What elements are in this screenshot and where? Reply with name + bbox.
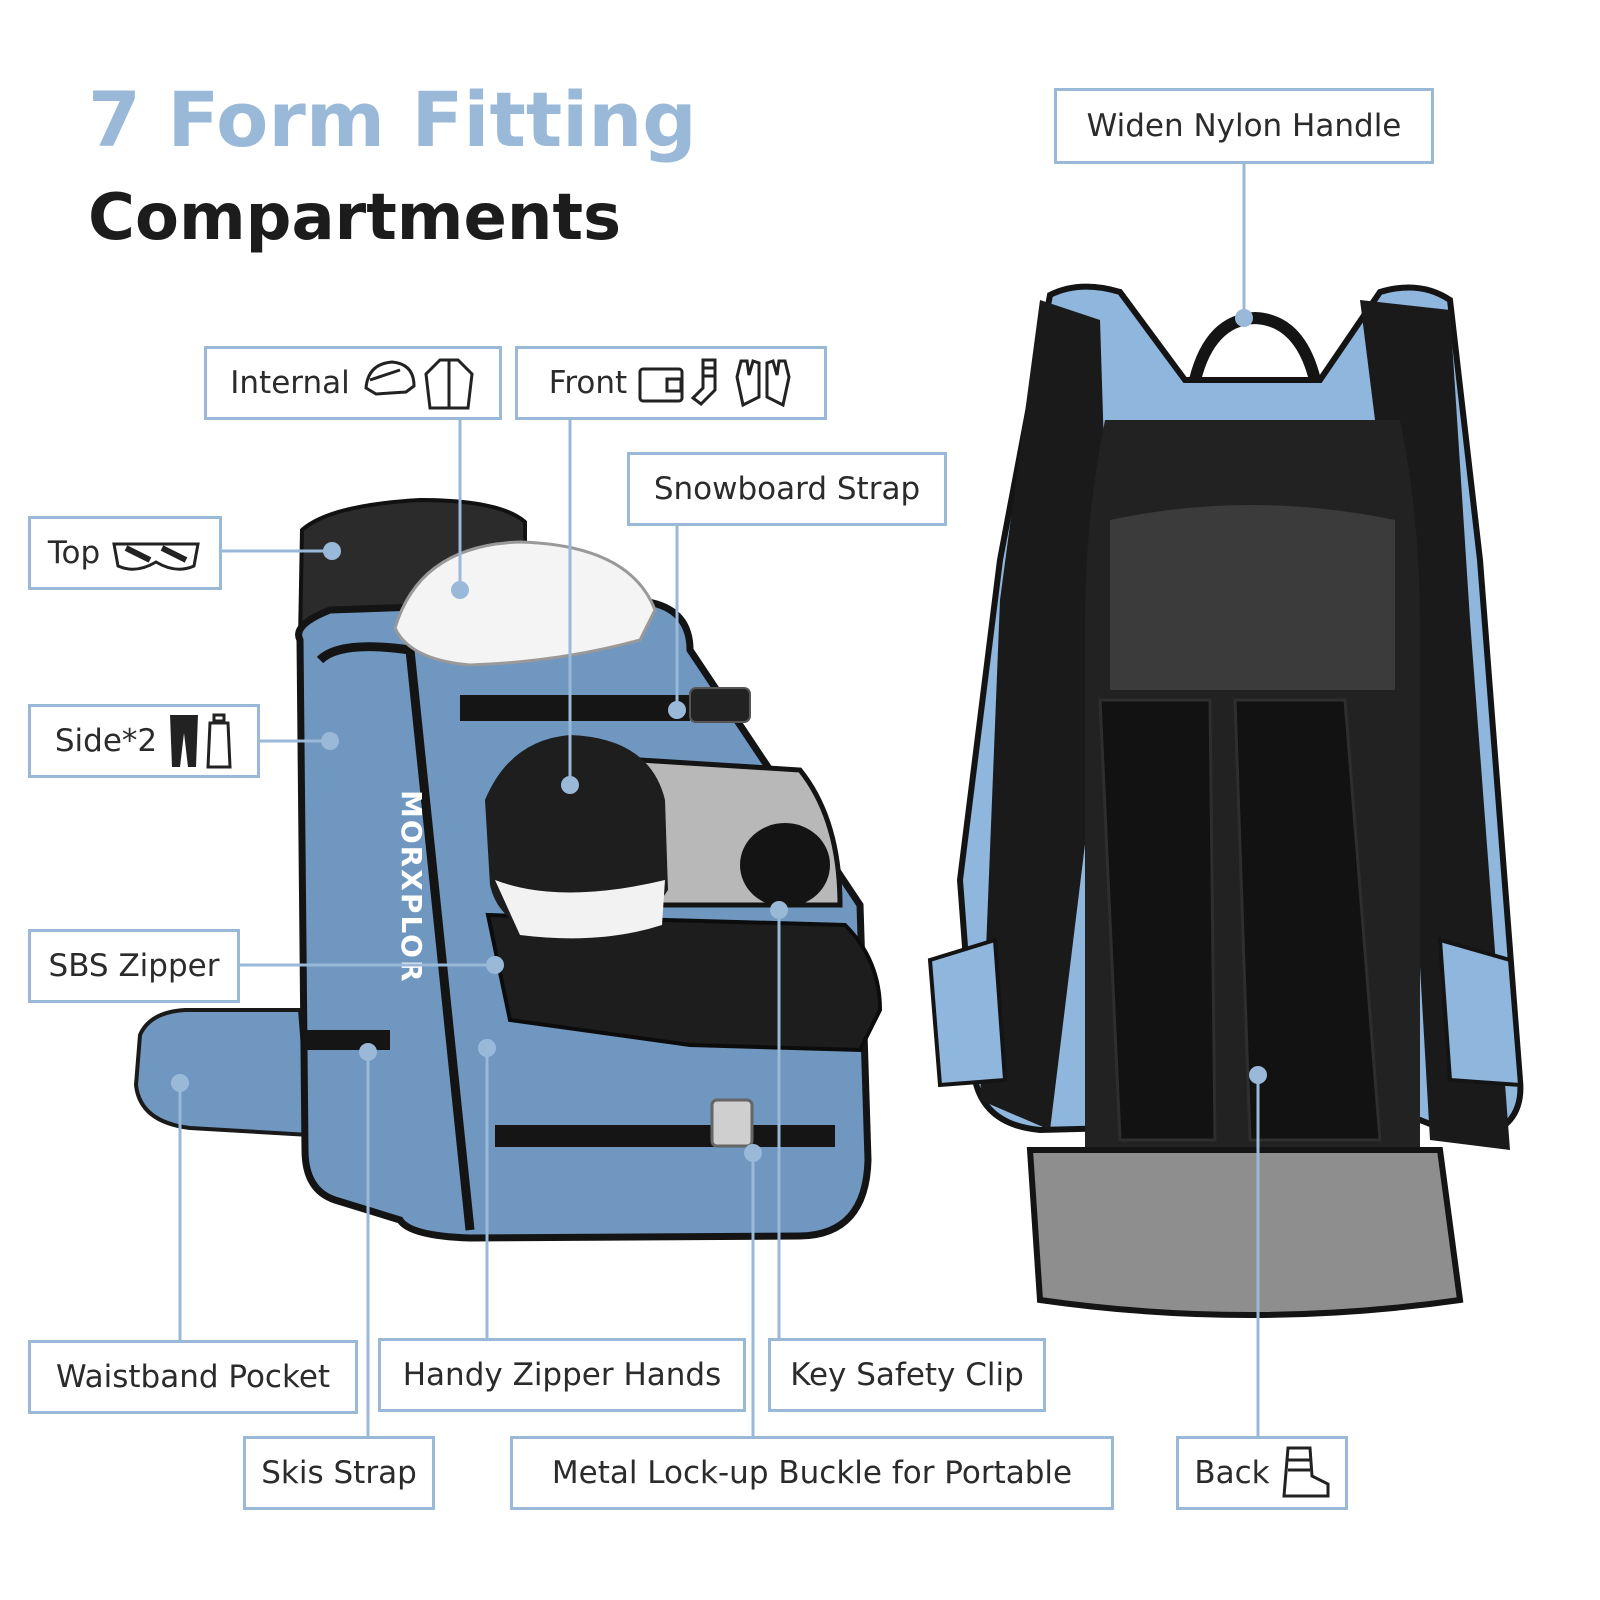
- wallet-icon: [638, 367, 684, 403]
- callout-front: Front: [515, 346, 827, 420]
- leader-lines: [171, 164, 1267, 1436]
- ski-strap-band: [305, 1030, 390, 1050]
- water-bottle-icon: [206, 713, 232, 769]
- callout-internal-label: Internal: [230, 365, 350, 401]
- inner-lining: [1110, 505, 1395, 690]
- top-handle: [1189, 311, 1321, 382]
- front-backpack: MORXPLOR: [133, 497, 883, 1242]
- ski-jacket-icon: [424, 358, 474, 410]
- callout-waistband-pocket-label: Waistband Pocket: [55, 1359, 331, 1395]
- waistband-pocket: [133, 1008, 313, 1138]
- callout-waistband-pocket: Waistband Pocket: [28, 1340, 358, 1414]
- callout-back: Back: [1176, 1436, 1348, 1510]
- ski-boot-icon: [1281, 1446, 1330, 1498]
- snowboard-strap-band: [460, 695, 690, 721]
- callout-widen-handle: Widen Nylon Handle: [1054, 88, 1434, 164]
- back-backpack: [927, 283, 1524, 1318]
- callout-side-label: Side*2: [54, 723, 158, 759]
- bottom-tray: [1026, 1147, 1464, 1318]
- helmet-icon: [364, 360, 416, 396]
- callout-skis-strap-label: Skis Strap: [261, 1455, 417, 1491]
- socks-icon: [690, 358, 717, 406]
- front-flap: [485, 912, 883, 1053]
- callout-metal-buckle-label: Metal Lock-up Buckle for Portable: [551, 1455, 1073, 1491]
- callout-handy-zipper-hands: Handy Zipper Hands: [378, 1338, 746, 1412]
- gloves-icon: [735, 359, 791, 408]
- callout-skis-strap: Skis Strap: [243, 1436, 435, 1510]
- side-pocket-left: [927, 937, 1008, 1088]
- callout-widen-handle-label: Widen Nylon Handle: [1086, 108, 1402, 144]
- boot-right: [1233, 698, 1382, 1142]
- shoulder-strap-left: [980, 300, 1110, 1130]
- callout-snowboard-strap-label: Snowboard Strap: [653, 471, 921, 507]
- side-pocket-right: [1437, 937, 1523, 1088]
- callout-sbs-zipper-label: SBS Zipper: [48, 948, 220, 984]
- callout-snowboard-strap: Snowboard Strap: [627, 452, 947, 526]
- callout-metal-buckle: Metal Lock-up Buckle for Portable: [510, 1436, 1114, 1510]
- glove: [485, 735, 668, 939]
- side-panel: [316, 642, 475, 1231]
- snowboard-strap-buckle: [689, 687, 751, 723]
- callout-side: Side*2: [28, 704, 260, 778]
- headline-main: Compartments: [88, 181, 622, 255]
- beanie: [740, 823, 830, 907]
- callout-key-safety-clip-label: Key Safety Clip: [790, 1357, 1024, 1393]
- goggles-icon: [112, 542, 200, 571]
- callout-back-label: Back: [1194, 1455, 1270, 1491]
- headline-accent: 7 Form Fitting: [88, 75, 697, 164]
- callout-top-label: Top: [47, 535, 101, 571]
- callout-sbs-zipper: SBS Zipper: [28, 929, 240, 1003]
- callout-front-label: Front: [548, 365, 628, 401]
- ski-pants-icon: [170, 715, 199, 767]
- callout-internal: Internal: [204, 346, 502, 420]
- metal-buckle-shape: [710, 1098, 754, 1148]
- brand-logo: MORXPLOR: [395, 790, 428, 984]
- callout-handy-zipper-hands-label: Handy Zipper Hands: [402, 1357, 722, 1393]
- callout-top: Top: [28, 516, 222, 590]
- callout-key-safety-clip: Key Safety Clip: [768, 1338, 1046, 1412]
- lower-strap-band: [495, 1125, 835, 1147]
- boot-left: [1098, 698, 1217, 1142]
